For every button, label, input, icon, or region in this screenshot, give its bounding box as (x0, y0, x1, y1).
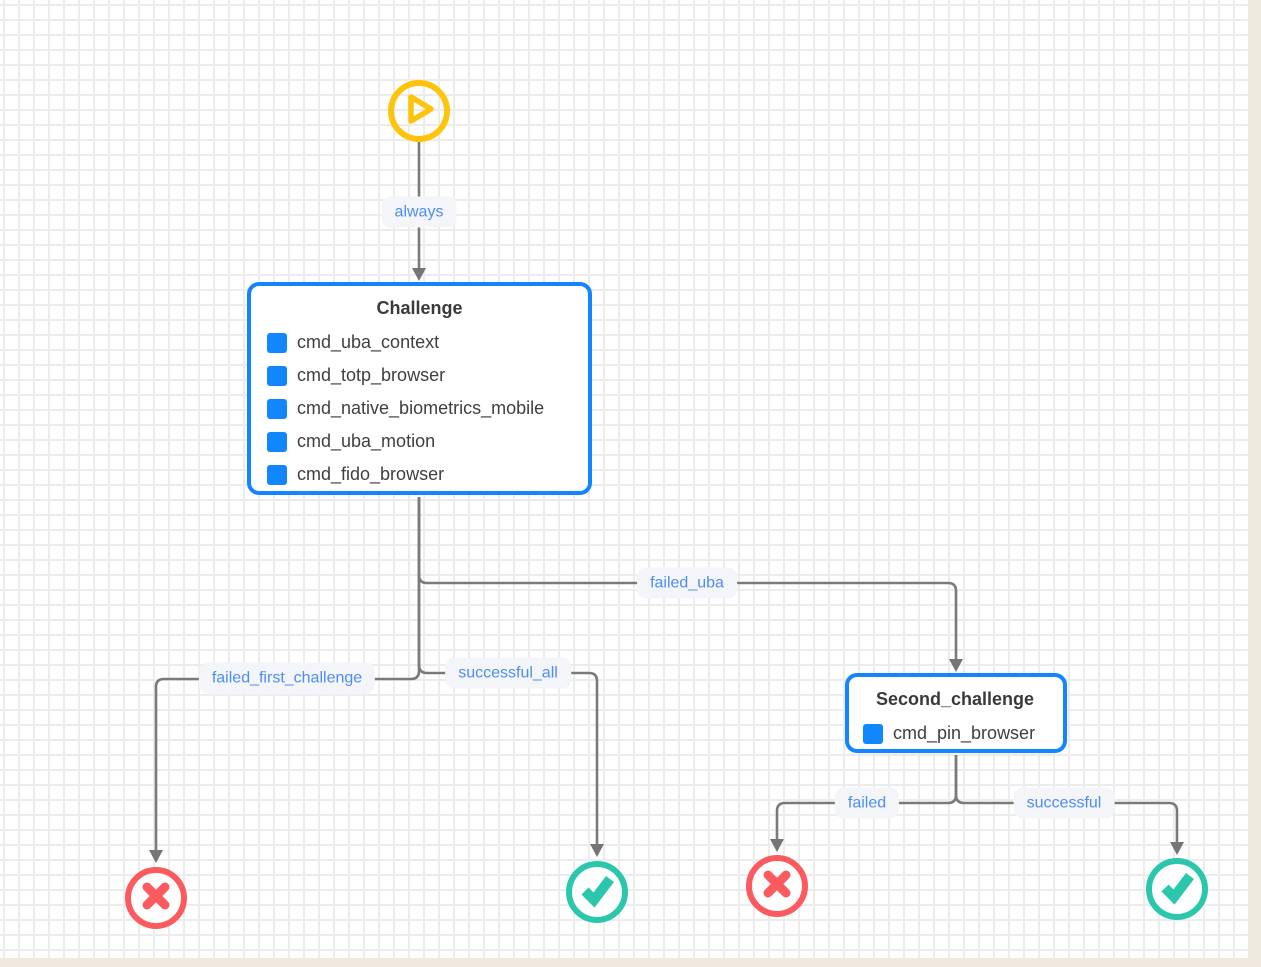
end-node-success[interactable] (566, 861, 628, 923)
command-label: cmd_native_biometrics_mobile (297, 398, 545, 418)
command-label: cmd_pin_browser (893, 723, 1036, 743)
command-item[interactable]: cmd_native_biometrics_mobile (267, 392, 572, 425)
play-icon (398, 88, 440, 135)
arrowhead-failed-first-challenge (149, 850, 163, 863)
command-label: cmd_totp_browser (297, 365, 446, 385)
end-node-success[interactable] (1146, 858, 1208, 920)
check-icon (1154, 864, 1200, 915)
command-label: cmd_uba_context (297, 332, 440, 352)
edge-label-failed-uba[interactable]: failed_uba (637, 567, 737, 599)
end-node-failure[interactable] (746, 855, 808, 917)
edge-label-failed-first-challenge[interactable]: failed_first_challenge (198, 662, 376, 694)
blue-square-icon (267, 464, 287, 485)
end-node-failure[interactable] (125, 867, 187, 929)
check-icon (574, 867, 620, 918)
blue-square-icon (267, 431, 287, 452)
node-title: Challenge (376, 298, 463, 318)
node-challenge[interactable]: Challenge cmd_uba_context cmd_totp_brows… (247, 282, 592, 495)
arrowhead-successful-all (590, 844, 604, 857)
edge-label-failed[interactable]: failed (834, 787, 900, 819)
blue-square-icon (267, 332, 287, 353)
command-item[interactable]: cmd_uba_context (267, 326, 572, 359)
arrowhead-always (412, 268, 426, 281)
arrowhead-successful (1170, 842, 1184, 855)
edge-label-successful[interactable]: successful (1013, 787, 1115, 819)
command-item[interactable]: cmd_totp_browser (267, 359, 572, 392)
command-label: cmd_fido_browser (297, 464, 445, 484)
command-label: cmd_uba_motion (297, 431, 436, 451)
arrowhead-failed-uba (949, 659, 963, 672)
start-node[interactable] (388, 80, 450, 142)
blue-square-icon (267, 365, 287, 386)
edge-label-successful-all[interactable]: successful_all (445, 657, 571, 689)
x-icon (133, 873, 179, 924)
command-item[interactable]: cmd_fido_browser (267, 458, 572, 491)
blue-square-icon (863, 723, 883, 744)
command-item[interactable]: cmd_pin_browser (863, 717, 1047, 750)
node-title: Second_challenge (875, 689, 1035, 709)
node-second-challenge[interactable]: Second_challenge cmd_pin_browser (845, 673, 1067, 753)
command-item[interactable]: cmd_uba_motion (267, 425, 572, 458)
blue-square-icon (267, 398, 287, 419)
edge-label-always[interactable]: always (381, 196, 457, 228)
x-icon (754, 861, 800, 912)
arrowhead-failed (770, 839, 784, 852)
